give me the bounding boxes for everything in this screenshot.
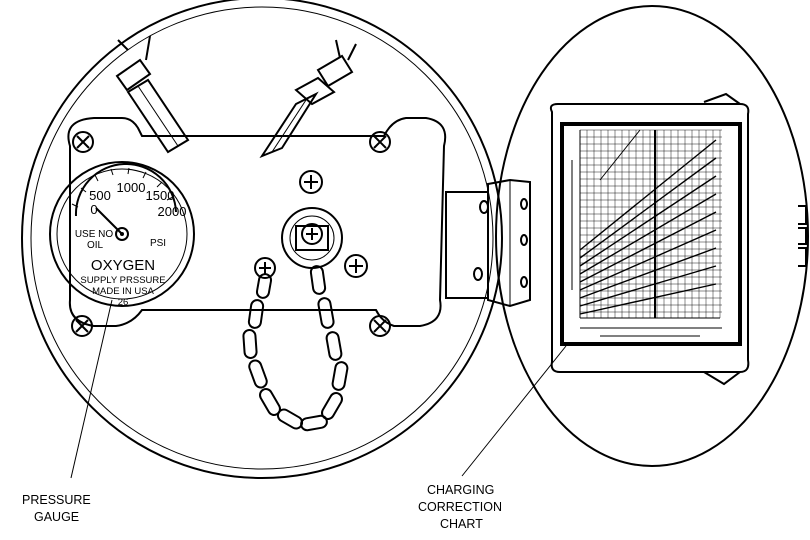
gauge-hub xyxy=(115,227,129,241)
charging-chart-label-line3: CHART xyxy=(440,517,483,531)
chart-correction-line xyxy=(579,157,717,259)
gauge-use-no-oil-line1: USE NO xyxy=(75,229,114,240)
valve-chain xyxy=(242,265,349,432)
right-tube-fitting xyxy=(259,39,357,159)
chart-correction-line xyxy=(579,229,717,291)
screw-bottom-left xyxy=(71,315,93,337)
plus-screw-top xyxy=(299,170,323,194)
panel-inner-circle xyxy=(30,6,494,470)
gauge-number: 26 xyxy=(118,297,129,308)
door-hinge xyxy=(445,178,531,308)
chart-correction-line xyxy=(579,139,717,251)
chart-correction-line xyxy=(579,265,717,307)
gauge-tick-500: 500 xyxy=(89,188,111,203)
charging-chart-label-line2: CORRECTION xyxy=(418,500,502,514)
chart-border xyxy=(560,122,742,346)
gauge-tick-1500: 1500 xyxy=(146,188,175,203)
main-panel: 0 500 1000 1500 2000 USE NO OIL PSI OXYG… xyxy=(21,0,503,479)
pressure-gauge-callout: PRESSURE GAUGE xyxy=(22,299,113,524)
mounting-plate xyxy=(67,117,447,327)
gauge-tick-1000: 1000 xyxy=(117,180,146,195)
gauge-use-no-oil-line2: OIL xyxy=(87,240,104,251)
chart-correction-line xyxy=(579,247,717,299)
pressure-gauge-label-line2: GAUGE xyxy=(34,510,79,524)
gauge-subtitle: SUPPLY PRSSURE xyxy=(80,275,165,286)
door-cover xyxy=(495,5,809,467)
chart-correction-line xyxy=(579,175,717,267)
gauge-unit: PSI xyxy=(150,238,166,249)
fill-valve xyxy=(281,207,343,269)
gauge-made-in: MADE IN USA xyxy=(92,286,154,297)
screw-bottom-right xyxy=(369,315,391,337)
chart-frame xyxy=(549,103,750,373)
plus-screw-left xyxy=(254,257,276,279)
charging-chart-callout: CHARGING CORRECTION CHART xyxy=(418,345,567,531)
chart-correction-line xyxy=(579,193,717,275)
screw-top-right xyxy=(369,131,391,153)
screw-top-left xyxy=(72,131,94,153)
chart-correction-line xyxy=(579,211,717,283)
charging-correction-chart xyxy=(571,129,722,337)
gauge-tick-0: 0 xyxy=(90,202,97,217)
gauge-tick-2000: 2000 xyxy=(158,204,187,219)
left-tube-fitting xyxy=(115,35,190,154)
pressure-gauge: 0 500 1000 1500 2000 USE NO OIL PSI OXYG… xyxy=(49,161,195,308)
panel-outer-circle xyxy=(21,0,503,479)
gauge-title: OXYGEN xyxy=(91,257,155,274)
pressure-gauge-label-line1: PRESSURE xyxy=(22,493,91,507)
plus-screw-right xyxy=(344,254,368,278)
charging-chart-label-line1: CHARGING xyxy=(427,483,494,497)
chart-correction-line xyxy=(579,283,717,315)
